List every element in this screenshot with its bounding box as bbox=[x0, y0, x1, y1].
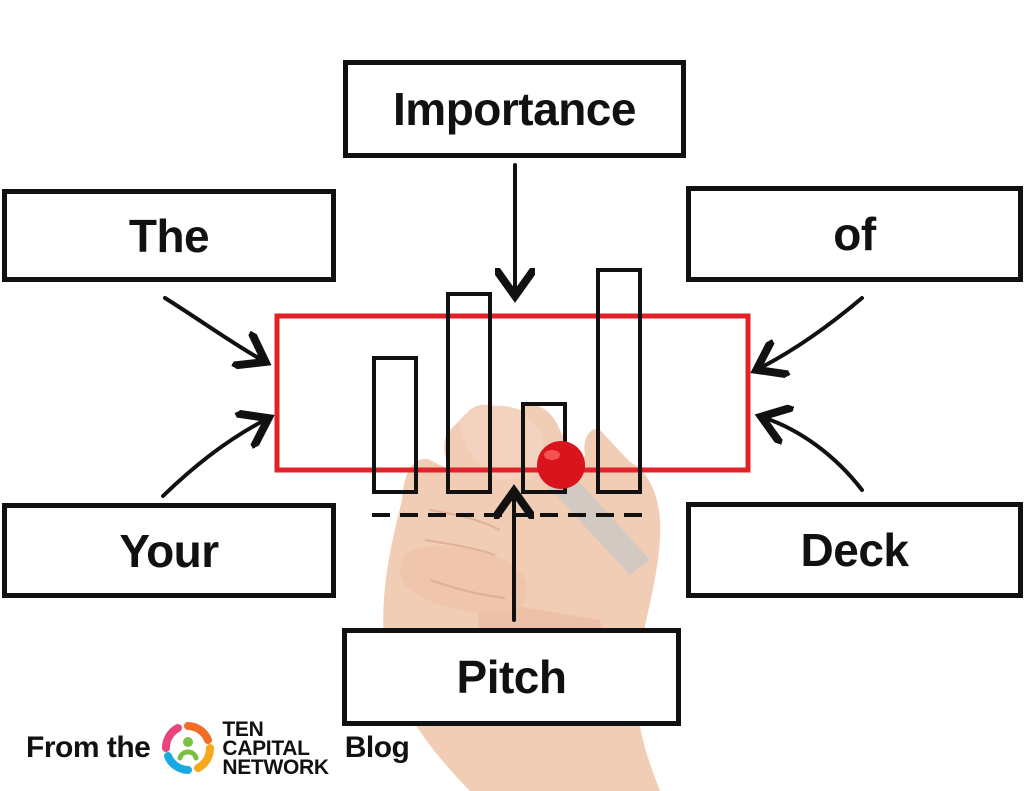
brand-line-3: NETWORK bbox=[222, 755, 329, 779]
brand-line-2: CAPITAL bbox=[222, 736, 310, 760]
ten-capital-network-logo-icon bbox=[162, 722, 215, 774]
footer-credit: From the TEN CAPITAL NETWORK Blog bbox=[26, 708, 410, 788]
brand-wordmark: TEN CAPITAL NETWORK bbox=[222, 717, 329, 779]
bar-2 bbox=[446, 292, 492, 494]
footer-suffix: Blog bbox=[344, 731, 410, 764]
red-frame bbox=[274, 313, 751, 473]
arrow-from-of bbox=[760, 296, 864, 368]
importance-box: Importance bbox=[343, 60, 686, 158]
deck-box: Deck bbox=[686, 502, 1023, 598]
arrow-from-deck bbox=[765, 418, 864, 492]
pitch-label: Pitch bbox=[456, 651, 567, 703]
of-box: of bbox=[686, 186, 1023, 282]
red-marker-cap bbox=[537, 441, 585, 489]
marker-highlight bbox=[544, 450, 560, 460]
bar-4 bbox=[596, 268, 642, 494]
arrow-from-the bbox=[163, 296, 262, 360]
deck-label: Deck bbox=[800, 524, 909, 576]
brand-line-1: TEN bbox=[222, 717, 264, 741]
arrow-from-your bbox=[161, 420, 265, 498]
bar-1 bbox=[372, 356, 418, 494]
the-box: The bbox=[2, 189, 336, 282]
your-label: Your bbox=[119, 524, 219, 577]
your-box: Your bbox=[2, 503, 336, 598]
importance-label: Importance bbox=[393, 83, 636, 135]
finger-lines bbox=[424, 509, 506, 599]
of-label: of bbox=[833, 208, 876, 260]
pitch-box: Pitch bbox=[342, 628, 681, 726]
the-label: The bbox=[128, 209, 210, 262]
footer-prefix: From the bbox=[26, 731, 151, 764]
